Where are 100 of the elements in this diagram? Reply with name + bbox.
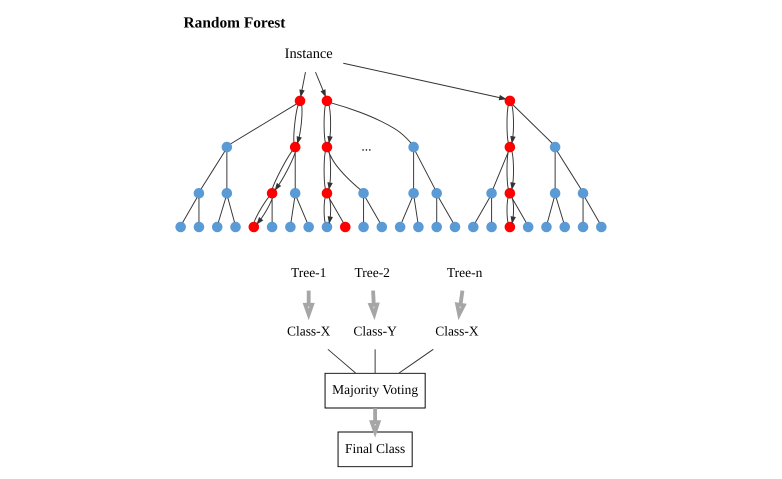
node-circle: [504, 188, 516, 199]
arrow: [327, 104, 333, 144]
arrow: [510, 104, 516, 144]
node-circle: [504, 222, 516, 232]
arrow: [328, 197, 333, 224]
node-box: Majority Voting: [324, 372, 426, 408]
connector: [415, 151, 436, 190]
connector: [198, 198, 200, 223]
node-circle: [596, 222, 607, 232]
node-circle: [230, 222, 241, 232]
node-circle: [266, 188, 278, 199]
connector: [401, 197, 413, 223]
connector: [363, 198, 364, 223]
node-circle: [559, 222, 570, 232]
connector: [506, 151, 509, 190]
connector: [365, 197, 380, 223]
node-circle: [322, 142, 332, 152]
node-circle: [175, 222, 186, 232]
node-circle: [285, 222, 296, 232]
diagram-title: Random Forest: [184, 14, 286, 32]
connector: [328, 197, 344, 223]
arrow: [256, 198, 273, 225]
connector: [506, 105, 509, 143]
arrow: [299, 72, 306, 98]
node-circle: [212, 222, 223, 232]
node-circle: [550, 142, 560, 152]
node-circle: [486, 188, 497, 199]
connector: [582, 198, 584, 223]
node-text: Tree-n: [446, 264, 482, 280]
node-circle: [578, 188, 588, 199]
node-circle: [550, 188, 560, 199]
node-circle: [431, 222, 442, 232]
connector: [438, 197, 454, 223]
connector: [413, 152, 414, 189]
connector: [272, 198, 273, 223]
node-circle: [408, 188, 419, 199]
node-circle: [358, 188, 369, 199]
connector: [331, 102, 412, 144]
node-text: Instance: [284, 46, 333, 62]
node-circle: [468, 222, 479, 232]
connector: [324, 151, 326, 190]
node-circle: [322, 188, 332, 199]
node-circle: [290, 188, 301, 199]
connector: [436, 198, 438, 223]
connector: [584, 197, 600, 223]
arrow: [296, 105, 302, 144]
node-circle: [522, 222, 534, 232]
connector: [492, 151, 509, 190]
node-circle: [486, 222, 497, 232]
connector: [296, 197, 308, 223]
node-circle: [578, 222, 588, 232]
arrow: [510, 197, 516, 224]
node-circle: [194, 188, 204, 199]
node-circle: [248, 222, 260, 232]
node-circle: [266, 222, 278, 232]
node-circle: [358, 222, 369, 232]
connector: [327, 348, 356, 374]
connector: [556, 198, 564, 223]
node-circle: [303, 222, 314, 232]
node-text: Class-X: [435, 323, 479, 338]
connector: [218, 198, 226, 223]
node-circle: [340, 222, 351, 232]
connector: [182, 197, 198, 223]
connector: [230, 104, 297, 144]
node-circle: [322, 96, 332, 106]
arrow: [315, 72, 326, 98]
connector: [254, 196, 270, 222]
node-circle: [504, 142, 516, 152]
node-circle: [222, 188, 232, 199]
connector: [374, 348, 376, 374]
connector: [554, 152, 556, 189]
connector: [414, 198, 418, 223]
node-circle: [222, 142, 232, 152]
node-text: Class-Y: [353, 323, 397, 338]
connector: [290, 198, 296, 223]
node-circle: [431, 188, 442, 199]
connector: [474, 197, 490, 223]
node-circle: [394, 222, 406, 232]
node-circle: [290, 142, 301, 152]
connector: [200, 151, 226, 190]
node-circle: [504, 96, 516, 106]
connector: [324, 105, 326, 143]
connector: [398, 348, 434, 374]
arrow: [368, 290, 380, 320]
connector: [506, 197, 508, 223]
connector: [328, 151, 361, 190]
node-circle: [413, 222, 424, 232]
node-circle: [376, 222, 388, 232]
connector: [293, 104, 298, 143]
arrow: [510, 151, 516, 190]
connector: [226, 152, 228, 189]
arrow: [327, 151, 333, 190]
node-circle: [541, 222, 552, 232]
node-circle: [408, 142, 419, 152]
arrow: [302, 290, 315, 320]
connector: [556, 151, 582, 190]
node-circle: [450, 222, 460, 232]
arrow: [454, 290, 467, 320]
node-circle: [194, 222, 204, 232]
node-text: Tree-1: [290, 264, 326, 280]
